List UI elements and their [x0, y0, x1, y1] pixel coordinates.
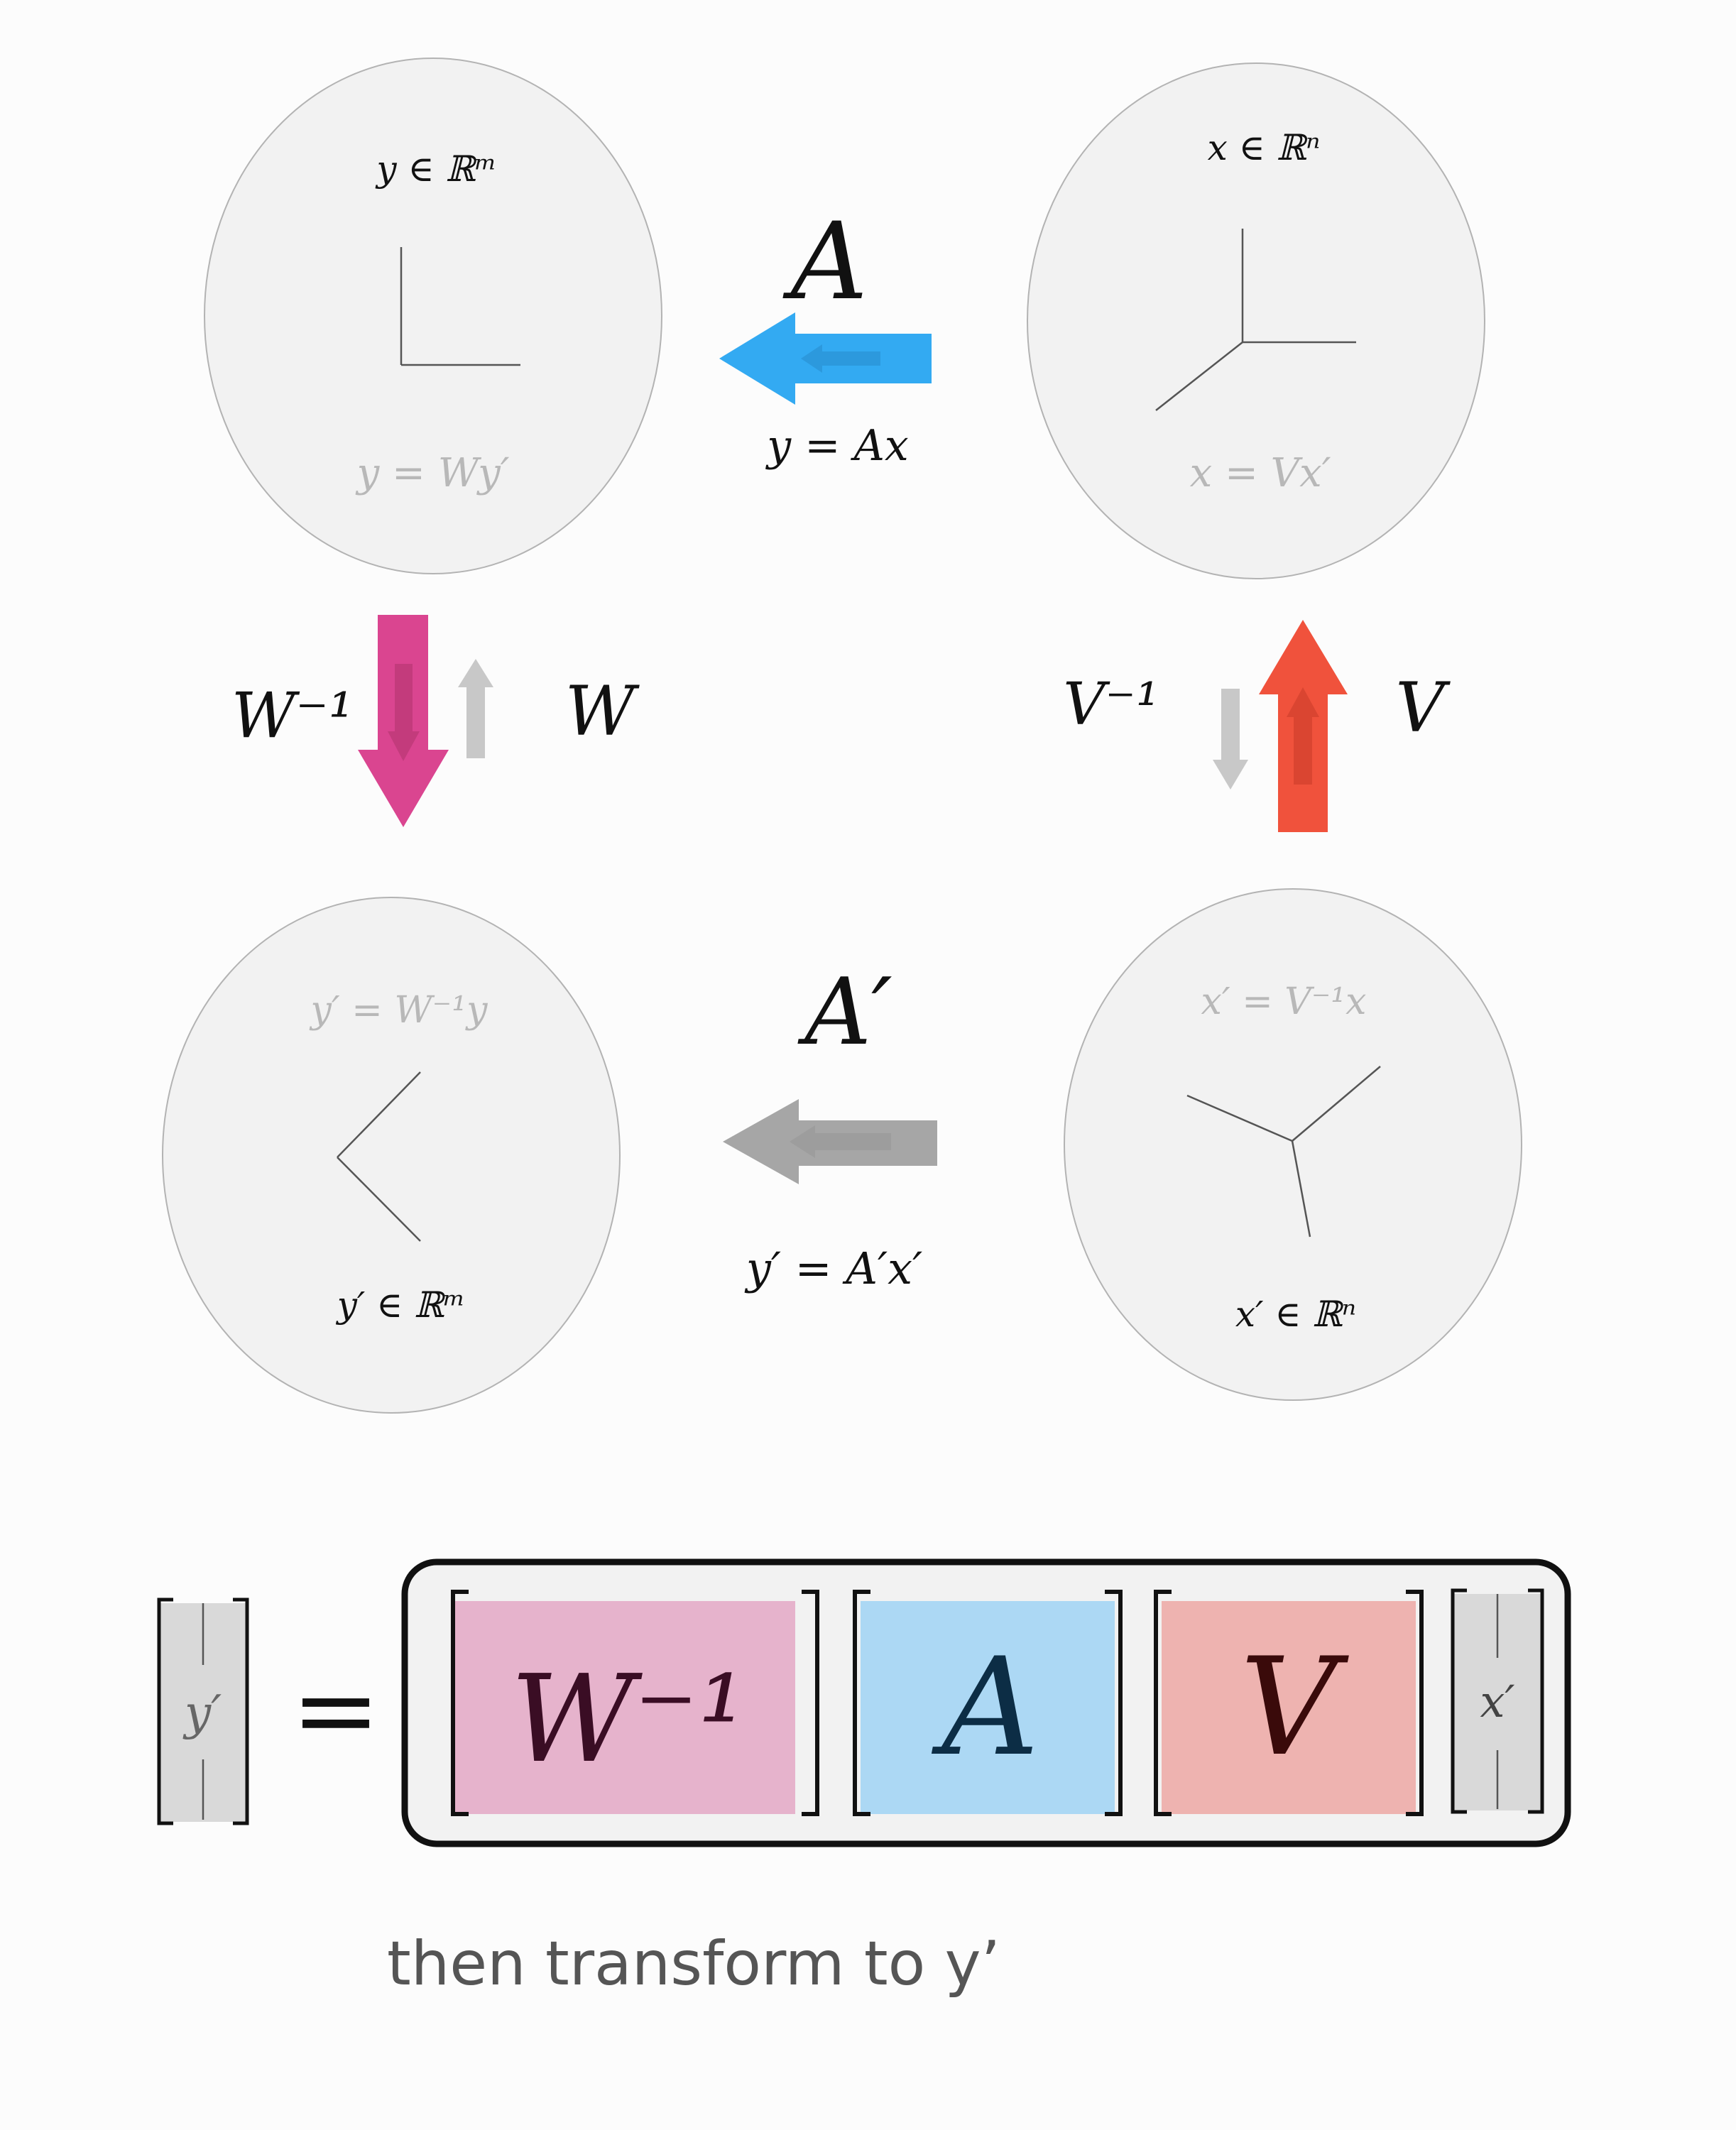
block-a-label: A	[931, 1629, 1039, 1786]
map-a-prime-equation: y′ = A′x′	[744, 1242, 922, 1294]
space-x-prime-axes	[1186, 1066, 1381, 1238]
lhs-vector: y′	[157, 1598, 249, 1825]
map-w-inv-inner-arrow	[388, 664, 420, 761]
map-a-prime: A′ y′ = A′x′	[723, 958, 937, 1294]
map-a-prime-symbol: A′	[797, 958, 892, 1066]
space-x-prime-membership: x′ ∈ ℝⁿ	[1235, 1294, 1356, 1335]
map-w-symbol: W	[565, 672, 640, 751]
rhs-vector-label: x′	[1480, 1676, 1514, 1727]
matrix-equation: y′ = W⁻¹ A V	[157, 1558, 1571, 1847]
axis-line	[1186, 1094, 1293, 1142]
rhs-vector: x′	[1451, 1588, 1544, 1814]
space-y-prime: y′ = W⁻¹y y′ ∈ ℝᵐ	[162, 897, 621, 1414]
space-x-axes	[1155, 229, 1356, 411]
space-x-ellipse	[1027, 62, 1485, 579]
equals-sign: =	[291, 1649, 381, 1772]
space-x-membership: x ∈ ℝⁿ	[1208, 127, 1321, 168]
map-w-inv-symbol: W⁻¹	[231, 679, 354, 752]
lhs-bracket-left	[157, 1598, 173, 1825]
space-x-prime-relation: x′ = V⁻¹x	[1201, 981, 1367, 1023]
space-y-prime-ellipse	[162, 897, 621, 1414]
rhs-bracket-left	[1451, 1588, 1467, 1814]
block-a-fill	[861, 1601, 1115, 1814]
map-v-inv-symbol: V⁻¹	[1063, 671, 1159, 738]
block-w-inv: W⁻¹	[451, 1590, 819, 1816]
map-v-inv-arrow	[1213, 689, 1248, 790]
axis-line	[337, 1157, 421, 1242]
axis-line	[1292, 1066, 1381, 1142]
lhs-bracket-right	[233, 1598, 249, 1825]
map-v-symbol: V	[1395, 668, 1451, 748]
map-a-equation: y = Ax	[765, 421, 908, 471]
space-x-relation: x = Vx′	[1190, 450, 1331, 496]
block-v-fill	[1162, 1601, 1416, 1814]
block-w-inv-fill	[454, 1601, 795, 1814]
space-y-prime-relation: y′ = W⁻¹y	[310, 989, 488, 1032]
map-v: V⁻¹ V	[1063, 620, 1451, 832]
block-v-bracket-left	[1154, 1590, 1172, 1816]
block-v-label: V	[1240, 1629, 1349, 1786]
space-y-membership: y ∈ ℝᵐ	[375, 148, 496, 190]
block-v: V	[1154, 1590, 1424, 1816]
lhs-vector-label: y′	[182, 1686, 222, 1740]
block-w-inv-bracket-left	[451, 1590, 469, 1816]
map-v-inner-arrow	[1287, 687, 1319, 785]
map-w-arrow	[458, 659, 493, 758]
block-a-bracket-left	[853, 1590, 870, 1816]
space-y: y ∈ ℝᵐ y = Wy′	[204, 58, 662, 574]
map-a: A y = Ax	[719, 200, 932, 471]
axis-line	[1291, 1140, 1311, 1238]
block-w-inv-label: W⁻¹	[511, 1649, 747, 1790]
space-y-prime-axes	[337, 1071, 421, 1242]
map-a-prime-inner-arrow	[790, 1125, 891, 1158]
axis-line	[337, 1071, 421, 1158]
block-v-bracket-right	[1406, 1590, 1424, 1816]
space-y-axes	[400, 247, 520, 366]
block-a: A	[853, 1590, 1123, 1816]
caption: then transform to y’	[387, 1928, 1000, 1999]
space-x: x ∈ ℝⁿ x = Vx′	[1027, 62, 1485, 579]
map-w: W⁻¹ W	[231, 615, 640, 827]
map-a-inner-arrow	[801, 344, 880, 373]
space-y-ellipse	[204, 58, 662, 574]
space-y-prime-membership: y′ ∈ ℝᵐ	[336, 1284, 466, 1326]
block-a-bracket-right	[1105, 1590, 1123, 1816]
rhs-bracket-right	[1528, 1588, 1544, 1814]
space-y-relation: y = Wy′	[355, 450, 510, 496]
space-x-prime: x′ = V⁻¹x x′ ∈ ℝⁿ	[1064, 888, 1522, 1401]
map-a-symbol: A	[782, 200, 868, 324]
block-w-inv-bracket-right	[802, 1590, 819, 1816]
axis-line	[1155, 342, 1243, 411]
